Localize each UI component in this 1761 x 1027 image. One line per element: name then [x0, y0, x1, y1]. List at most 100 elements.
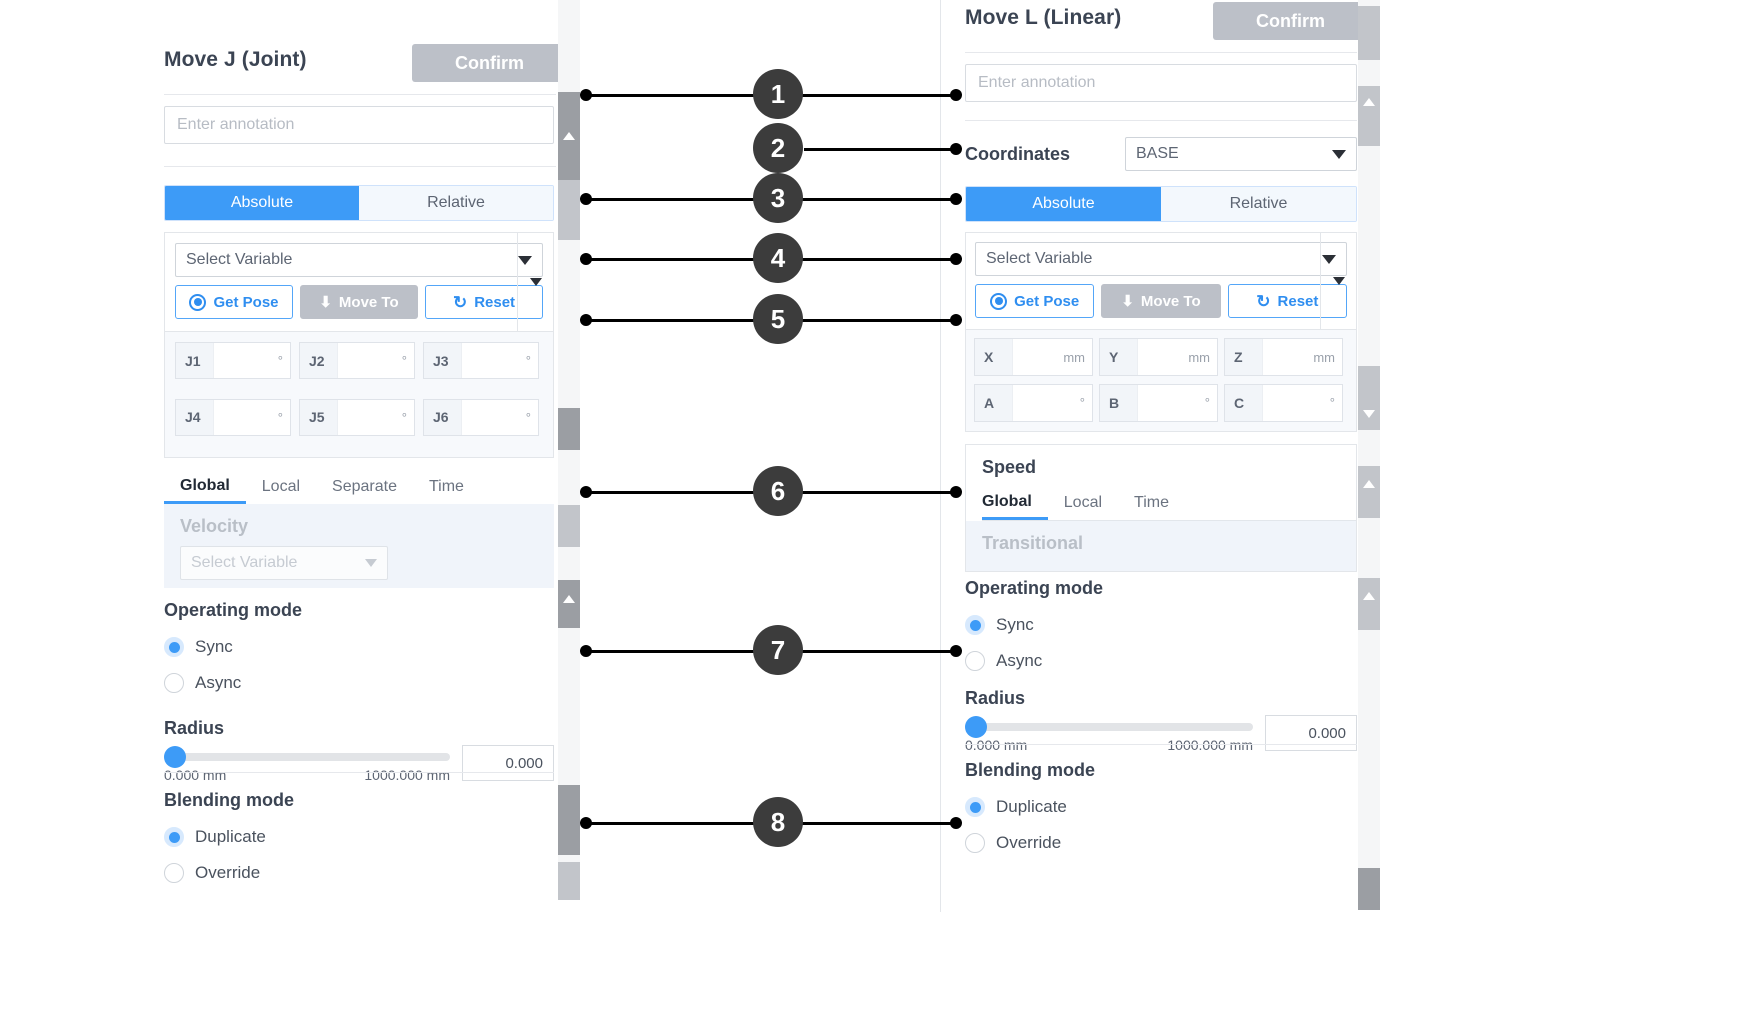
radio-sync[interactable]: Sync	[965, 610, 1357, 640]
move-j-variable-select[interactable]: Select Variable	[175, 243, 543, 277]
move-l-reset-button[interactable]: ↻ Reset	[1227, 284, 1347, 318]
move-j-scrollbar-thumb-6[interactable]	[558, 785, 580, 855]
move-j-variable-expand[interactable]	[517, 232, 554, 332]
move-j-reset-button[interactable]: ↻ Reset	[425, 285, 543, 319]
callout-lead-line	[586, 319, 781, 322]
move-j-annotation-input[interactable]: Enter annotation	[164, 106, 554, 144]
move-j-scrollbar-thumb-1[interactable]	[558, 92, 580, 180]
joint-field[interactable]: J6 °	[423, 398, 539, 436]
move-l-get-pose-button[interactable]: Get Pose	[975, 284, 1095, 318]
callout-lead-line	[586, 822, 781, 825]
pose-field[interactable]: B °	[1099, 383, 1218, 422]
move-l-variable-expand[interactable]	[1320, 232, 1357, 330]
radius-value-input[interactable]: 0.000	[1265, 715, 1357, 751]
joint-field[interactable]: J4 °	[175, 398, 291, 436]
move-l-move-to-label: Move To	[1140, 292, 1201, 310]
move-l-scrollbar-thumb-4[interactable]	[1358, 466, 1380, 518]
move-j-scrollbar-thumb-2[interactable]	[558, 180, 580, 240]
radio-override[interactable]: Override	[965, 828, 1357, 858]
move-l-pose-fields: X mm Y mm Z mm A ° B ° C °	[965, 330, 1357, 432]
radio-duplicate[interactable]: Duplicate	[965, 792, 1357, 822]
move-l-confirm-button[interactable]: Confirm	[1213, 2, 1368, 40]
move-j-move-to-button[interactable]: ⬇ Move To	[300, 285, 418, 319]
tab-absolute[interactable]: Absolute	[966, 187, 1161, 221]
move-l-get-pose-label: Get Pose	[1014, 292, 1080, 310]
joint-field-unit: °	[525, 353, 531, 368]
move-l-annotation-input[interactable]: Enter annotation	[965, 64, 1357, 102]
move-l-move-to-button[interactable]: ⬇ Move To	[1101, 284, 1221, 318]
move-l-scrollbar-thumb-1[interactable]	[1358, 6, 1380, 60]
tab-relative[interactable]: Relative	[1161, 187, 1356, 221]
pose-field[interactable]: Y mm	[1099, 338, 1218, 376]
move-l-speed-tabs[interactable]: Global Local Time	[982, 486, 1356, 521]
move-j-scrollbar-thumb-4[interactable]	[558, 505, 580, 547]
move-l-scrollbar-thumb-3[interactable]	[1358, 366, 1380, 430]
move-l-scrollbar[interactable]	[1358, 0, 1380, 910]
joint-field[interactable]: J2 °	[299, 342, 415, 379]
tab-time[interactable]: Time	[428, 478, 464, 495]
callout-anchor-dot	[950, 193, 962, 205]
callout-6: 6	[753, 466, 803, 516]
tab-global[interactable]: Global	[164, 470, 246, 504]
callout-anchor-dot	[950, 486, 962, 498]
tab-time[interactable]: Time	[1134, 494, 1169, 511]
move-l-scrollbar-thumb-5[interactable]	[1358, 578, 1380, 630]
joint-field[interactable]: J5 °	[299, 398, 415, 436]
move-l-scrollbar-thumb-6[interactable]	[1358, 868, 1380, 910]
pose-field[interactable]: C °	[1224, 383, 1343, 422]
pose-field[interactable]: X mm	[974, 338, 1093, 376]
radius-value-input[interactable]: 0.000	[462, 745, 554, 781]
joint-field-label: J2	[300, 343, 338, 378]
joint-field[interactable]: J3 °	[423, 342, 539, 379]
callout-anchor-dot	[950, 253, 962, 265]
radio-sync[interactable]: Sync	[164, 632, 554, 662]
tab-local[interactable]: Local	[1063, 494, 1103, 511]
tab-relative[interactable]: Relative	[359, 186, 553, 220]
radio-duplicate[interactable]: Duplicate	[164, 822, 554, 852]
callout-lead-line	[586, 94, 781, 97]
joint-field[interactable]: J1 °	[175, 342, 291, 379]
radius-min-label: 0.000 mm	[164, 767, 227, 783]
pose-field-unit: mm	[1313, 349, 1335, 365]
callout-1: 1	[753, 69, 803, 119]
move-l-scrollbar-thumb-2[interactable]	[1358, 86, 1380, 146]
radio-override[interactable]: Override	[164, 858, 554, 888]
divider	[965, 120, 1357, 121]
radio-async[interactable]: Async	[965, 646, 1357, 676]
joint-field-label: J4	[176, 399, 214, 435]
pose-field[interactable]: Z mm	[1224, 338, 1343, 376]
move-j-panel: Move J (Joint) Confirm Enter annotation …	[140, 30, 580, 910]
move-j-variable-group: Select Variable Get Pose ⬇ Move To ↻ Res…	[164, 232, 554, 332]
move-l-reset-label: Reset	[1277, 292, 1319, 310]
pose-field[interactable]: A °	[974, 383, 1093, 422]
radius-slider-knob[interactable]	[164, 746, 186, 768]
radius-range-labels: 0.000 mm 1000.000 mm	[965, 737, 1253, 753]
radio-async[interactable]: Async	[164, 668, 554, 698]
joint-field-unit: °	[277, 353, 283, 368]
move-j-get-pose-button[interactable]: Get Pose	[175, 285, 293, 319]
radio-icon	[164, 673, 184, 693]
move-j-confirm-button[interactable]: Confirm	[412, 44, 567, 82]
move-l-panel: Move L (Linear) Confirm Enter annotation…	[940, 0, 1380, 912]
tab-global[interactable]: Global	[982, 486, 1048, 520]
move-j-scrollbar-thumb-7[interactable]	[558, 862, 580, 900]
move-j-scrollbar-thumb-3[interactable]	[558, 408, 580, 450]
move-j-speed-tabs[interactable]: Global Local Separate Time	[164, 470, 554, 505]
tab-separate[interactable]: Separate	[332, 478, 397, 495]
radius-slider-knob[interactable]	[965, 716, 987, 738]
move-l-mode-toggle[interactable]: Absolute Relative	[965, 186, 1357, 222]
radio-label: Override	[996, 833, 1062, 852]
radio-icon	[164, 827, 184, 847]
move-l-radius: Radius 0.000 mm 1000.000 mm 0.000	[965, 688, 1357, 753]
pose-field-unit: °	[1079, 395, 1085, 410]
radius-slider[interactable]	[965, 716, 1253, 738]
tab-local[interactable]: Local	[261, 478, 301, 495]
move-j-velocity-select[interactable]: Select Variable	[180, 546, 388, 580]
callout-anchor-dot	[950, 314, 962, 326]
radius-slider[interactable]	[164, 746, 450, 768]
move-l-coordinates-select[interactable]: BASE	[1125, 137, 1357, 171]
tab-absolute[interactable]: Absolute	[165, 186, 359, 220]
move-l-variable-select[interactable]: Select Variable	[975, 242, 1347, 276]
move-j-scrollbar-thumb-5[interactable]	[558, 580, 580, 628]
move-j-mode-toggle[interactable]: Absolute Relative	[164, 185, 554, 221]
